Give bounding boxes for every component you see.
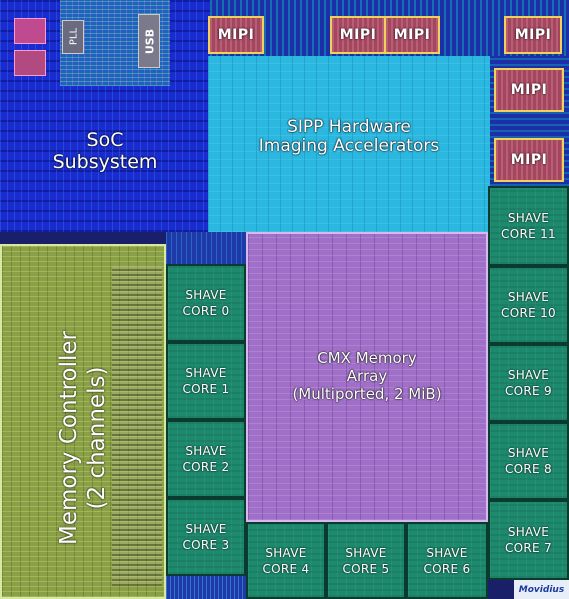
memctrl-title-line2: (2 channels): [84, 366, 110, 510]
soc-subsystem-block: PLL USB SoC Subsystem: [0, 0, 210, 232]
soc-corner-cell-2: [14, 50, 46, 76]
mipi-pad-1: MIPI: [208, 16, 264, 54]
movidius-logo: Movidius: [514, 580, 569, 599]
core-label-line2: CORE 8: [505, 462, 552, 476]
mipi-label: MIPI: [514, 27, 552, 43]
shave-core-8: SHAVE CORE 8: [488, 422, 569, 500]
soc-corner-cell: [14, 18, 46, 44]
shave-core-10: SHAVE CORE 10: [488, 266, 569, 344]
sipp-accelerators-block: SIPP Hardware Imaging Accelerators: [208, 56, 490, 232]
mipi-pad-6: MIPI: [494, 138, 564, 182]
core-label-line2: CORE 4: [262, 561, 310, 576]
shave-core-5: SHAVE CORE 5: [326, 522, 406, 599]
bottom-io-strip: [166, 576, 246, 599]
core-label-line1: SHAVE: [185, 288, 227, 302]
sipp-title-line2: Imaging Accelerators: [258, 136, 440, 156]
soc-title-line1: SoC: [86, 129, 124, 151]
core-label-line1: SHAVE: [426, 545, 468, 560]
sipp-title-line1: SIPP Hardware: [287, 117, 411, 137]
core-label-line2: CORE 3: [182, 538, 230, 552]
core-label-line1: SHAVE: [185, 366, 227, 380]
core-label-line2: CORE 0: [182, 304, 230, 318]
core-label-line1: SHAVE: [507, 290, 550, 304]
core-label-line1: SHAVE: [507, 368, 550, 382]
core-label-line2: CORE 7: [505, 541, 552, 555]
shave-core-4: SHAVE CORE 4: [246, 522, 326, 599]
core-label-line2: CORE 6: [423, 561, 471, 576]
core-label-line1: SHAVE: [507, 446, 550, 460]
memctrl-phy-column: [112, 266, 162, 586]
core-label-line2: CORE 10: [501, 306, 556, 320]
cmx-title-line2: Array: [346, 367, 388, 385]
mipi-label: MIPI: [510, 152, 548, 168]
core-label-line2: CORE 5: [342, 561, 390, 576]
pll-block: PLL: [62, 20, 84, 54]
usb-label: USB: [143, 28, 157, 55]
pll-label: PLL: [68, 27, 80, 46]
cmx-title-line3: (Multiported, 2 MiB): [292, 385, 442, 403]
shave-core-1: SHAVE CORE 1: [166, 342, 246, 420]
core-label-line1: SHAVE: [507, 211, 550, 225]
shave-core-0: SHAVE CORE 0: [166, 264, 246, 342]
mipi-label: MIPI: [339, 27, 377, 43]
shave-core-11: SHAVE CORE 11: [488, 186, 569, 266]
core-label-line2: CORE 2: [182, 460, 230, 474]
usb-block: USB: [138, 14, 160, 68]
mipi-pad-2: MIPI: [330, 16, 386, 54]
core-label-line2: CORE 9: [505, 384, 552, 398]
core-label-line1: SHAVE: [507, 525, 550, 539]
shave-core-6: SHAVE CORE 6: [406, 522, 488, 599]
movidius-logo-text: Movidius: [518, 584, 565, 595]
mipi-pad-4: MIPI: [504, 16, 562, 54]
mipi-label: MIPI: [393, 27, 431, 43]
memory-controller-block: Memory Controller (2 channels): [0, 244, 166, 599]
interconnect-band: [166, 232, 246, 264]
shave-core-3: SHAVE CORE 3: [166, 498, 246, 576]
mipi-pad-3: MIPI: [384, 16, 440, 54]
mipi-pad-5: MIPI: [494, 68, 564, 112]
memctrl-title-line1: Memory Controller: [56, 331, 82, 545]
soc-title-line2: Subsystem: [52, 151, 158, 173]
shave-core-7: SHAVE CORE 7: [488, 500, 569, 580]
core-label-line1: SHAVE: [265, 545, 307, 560]
cmx-memory-array-block: CMX Memory Array (Multiported, 2 MiB): [246, 232, 488, 522]
core-label-line2: CORE 11: [501, 227, 556, 241]
core-label-line1: SHAVE: [345, 545, 387, 560]
cmx-title-line1: CMX Memory: [317, 349, 417, 367]
shave-core-2: SHAVE CORE 2: [166, 420, 246, 498]
core-label-line1: SHAVE: [185, 444, 227, 458]
mipi-label: MIPI: [510, 82, 548, 98]
mipi-label: MIPI: [217, 27, 255, 43]
memctrl-title: Memory Controller (2 channels): [55, 258, 119, 599]
core-label-line2: CORE 1: [182, 382, 230, 396]
core-label-line1: SHAVE: [185, 522, 227, 536]
shave-core-9: SHAVE CORE 9: [488, 344, 569, 422]
